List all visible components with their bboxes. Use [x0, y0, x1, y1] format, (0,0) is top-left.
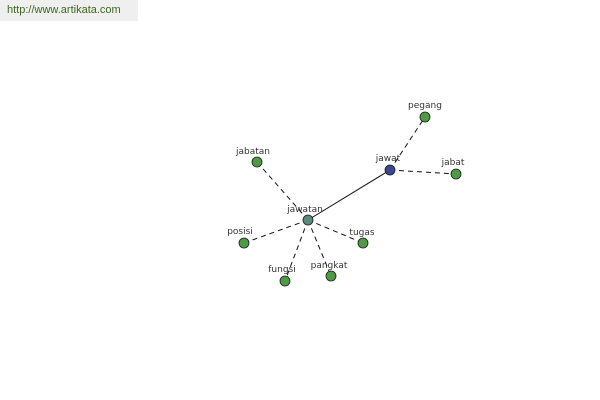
node-label-jabat[interactable]: jabat	[441, 158, 465, 168]
edge-jawatan-fungsi	[284, 219, 309, 282]
node-jawatan[interactable]	[302, 214, 314, 226]
graph-nodes: jawatan jawat pegang jabat jabatan posisi tuga…	[227, 101, 465, 287]
node-fungsi[interactable]	[279, 275, 291, 287]
node-label-fungsi[interactable]: fungsi	[268, 265, 295, 275]
node-label-jawat[interactable]: jawat	[375, 154, 401, 164]
edge-jawatan-tugas	[307, 219, 364, 244]
node-jawat[interactable]	[384, 164, 396, 176]
edge-jawat-pegang	[389, 116, 426, 171]
edge-jawatan-jabatan	[256, 161, 309, 221]
node-tugas[interactable]	[357, 237, 369, 249]
node-pangkat[interactable]	[325, 270, 337, 282]
edge-jawatan-jawat	[307, 169, 391, 221]
node-label-jawatan[interactable]: jawatan	[286, 205, 323, 215]
node-posisi[interactable]	[238, 237, 250, 249]
node-label-jabatan[interactable]: jabatan	[235, 147, 270, 157]
node-label-posisi[interactable]: posisi	[227, 227, 253, 237]
node-label-tugas[interactable]: tugas	[349, 228, 374, 238]
node-pegang[interactable]	[419, 111, 431, 123]
graph-edges	[243, 116, 457, 282]
node-label-pegang[interactable]: pegang	[408, 101, 442, 111]
edge-jawat-jabat	[389, 169, 457, 175]
source-url[interactable]: http://www.artikata.com	[0, 0, 138, 21]
edge-jawatan-posisi	[243, 219, 309, 244]
edge-jawatan-pangkat	[307, 219, 332, 277]
node-label-pangkat[interactable]: pangkat	[311, 261, 348, 271]
node-jabatan[interactable]	[251, 156, 263, 168]
node-jabat[interactable]	[450, 168, 462, 180]
